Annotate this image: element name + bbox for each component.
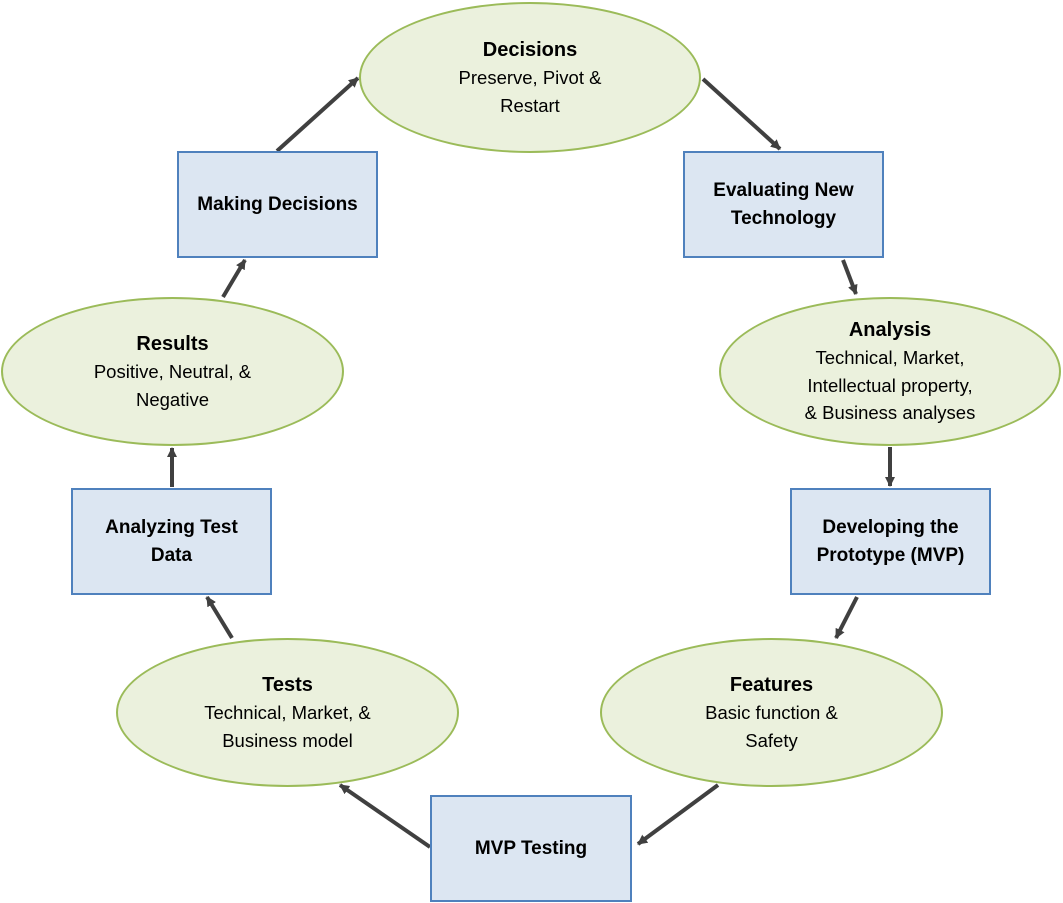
evaluating-title: Evaluating New Technology (713, 179, 854, 229)
node-developing-prototype: Developing the Prototype (MVP) (790, 488, 991, 595)
decisions-desc: Preserve, Pivot & Restart (458, 67, 602, 116)
analysis-title: Analysis (848, 319, 932, 342)
tests-desc: Technical, Market, & Business model (204, 702, 371, 751)
node-decisions: Decisions Preserve, Pivot & Restart (359, 2, 701, 153)
node-evaluating-new-technology: Evaluating New Technology (683, 151, 884, 258)
node-features: Features Basic function & Safety (600, 638, 943, 787)
arrow-tests-to-analyzing (205, 595, 234, 640)
decisions-title: Decisions (482, 39, 578, 61)
arrow-features-to-mvp-testing (636, 783, 720, 846)
node-tests: Tests Technical, Market, & Business mode… (116, 638, 459, 787)
analyzing-title: Analyzing Test Data (105, 516, 238, 566)
arrow-results-to-making-decisions (221, 258, 247, 299)
arrow-decisions-to-evaluating (701, 77, 782, 151)
analysis-desc: Technical, Market, Intellectual property… (804, 347, 976, 424)
node-analysis: Analysis Technical, Market, Intellectual… (719, 297, 1061, 446)
arrow-developing-to-features (834, 596, 859, 639)
node-results: Results Positive, Neutral, & Negative (1, 297, 344, 446)
developing-title: Developing the Prototype (MVP) (816, 516, 965, 566)
node-making-decisions: Making Decisions (177, 151, 378, 258)
features-desc: Basic function & Safety (705, 702, 838, 751)
node-analyzing-test-data: Analyzing Test Data (71, 488, 272, 595)
features-title: Features (729, 674, 814, 696)
making-decisions-title: Making Decisions (197, 193, 358, 215)
mvp-testing-title: MVP Testing (474, 837, 588, 859)
arrow-making-decisions-to-decisions (275, 76, 360, 153)
tests-title: Tests (262, 674, 313, 696)
arrow-evaluating-to-analysis (841, 259, 858, 295)
results-desc: Positive, Neutral, & Negative (93, 361, 252, 410)
node-mvp-testing: MVP Testing (430, 795, 632, 902)
results-title: Results (136, 333, 209, 355)
arrow-mvp-testing-to-tests (338, 783, 432, 849)
